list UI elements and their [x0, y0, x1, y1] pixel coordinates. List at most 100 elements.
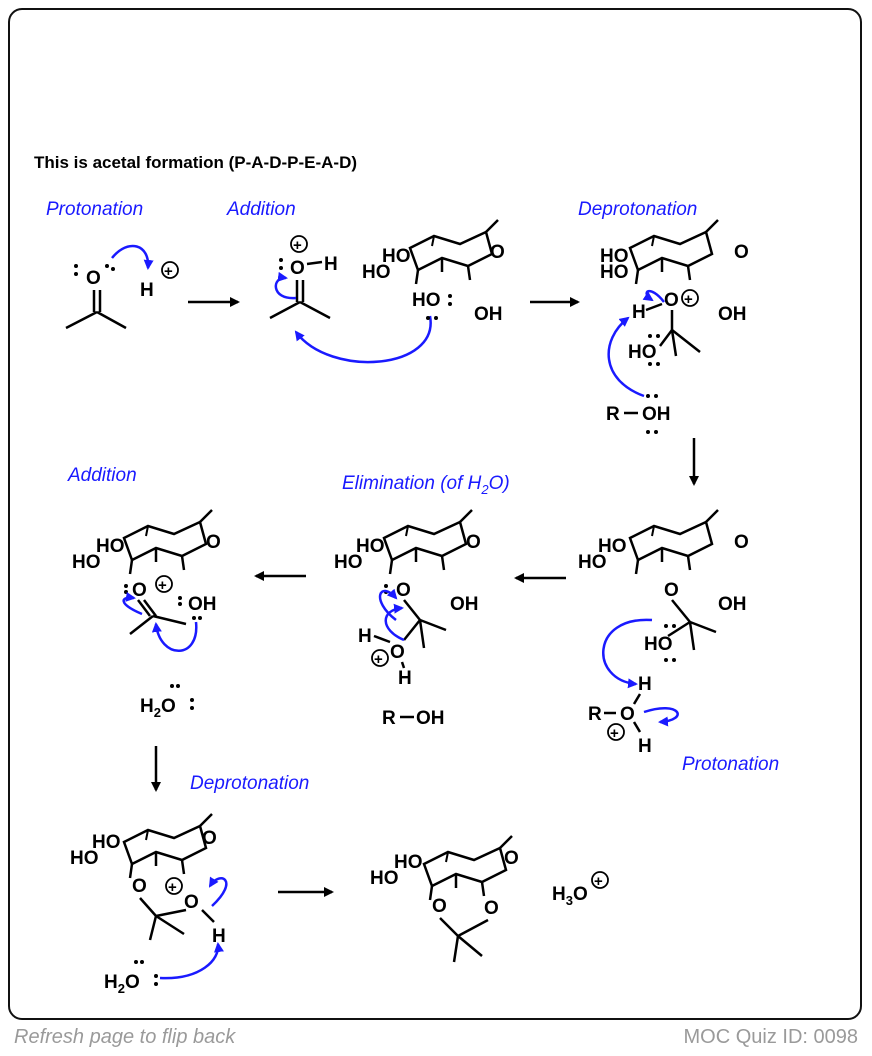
sugar-protonated-hemiacetal: HO HO O O OH H O + H — [334, 508, 481, 689]
label-deprotonation-1: Deprotonation — [578, 199, 697, 220]
svg-text:O: O — [184, 892, 199, 913]
acetone-molecule: O — [65, 264, 127, 330]
svg-text:H: H — [358, 626, 372, 647]
svg-text:R: R — [588, 704, 602, 725]
svg-text:+: + — [374, 651, 383, 668]
alcohol-roh-2: R OH — [382, 708, 445, 729]
hydronium-alcohol: H R O H + — [588, 674, 652, 757]
svg-text:O: O — [132, 876, 147, 897]
svg-text:O: O — [504, 848, 519, 869]
alcohol-roh-1: R OH — [606, 394, 671, 434]
svg-text:O: O — [202, 828, 217, 849]
svg-text:OH: OH — [642, 404, 671, 425]
svg-text:H: H — [140, 280, 154, 301]
sugar-oxocarbenium: HO HO O O + OH — [72, 508, 221, 635]
svg-text:HO: HO — [600, 262, 629, 283]
curved-arrow-ring-closure — [151, 621, 198, 652]
curved-arrow-water-attack — [159, 942, 224, 980]
svg-text:O: O — [206, 532, 221, 553]
svg-text:HO: HO — [412, 290, 441, 311]
svg-text:+: + — [594, 873, 603, 890]
svg-text:HO: HO — [382, 246, 411, 267]
svg-text:H: H — [638, 674, 652, 695]
svg-text:R: R — [606, 404, 620, 425]
svg-text:H2O: H2O — [104, 972, 140, 996]
svg-text:HO: HO — [370, 868, 399, 889]
curved-arrow-pi-bond-2 — [122, 591, 143, 616]
label-protonation-2: Protonation — [682, 754, 779, 775]
svg-text:O: O — [664, 290, 679, 311]
svg-text:+: + — [684, 291, 693, 308]
svg-text:+: + — [164, 263, 173, 280]
quiz-card[interactable] — [8, 8, 862, 1020]
svg-text:O: O — [290, 258, 305, 279]
svg-text:+: + — [168, 879, 177, 896]
sugar-oxonium-intermediate: HO HO O O + H OH HO — [600, 218, 749, 366]
svg-text:O: O — [484, 898, 499, 919]
svg-text:OH: OH — [450, 594, 479, 615]
scheme-title: This is acetal formation (P-A-D-P-E-A-D) — [34, 153, 357, 172]
svg-text:OH: OH — [474, 304, 503, 325]
curved-arrow-roh-attack — [607, 316, 645, 398]
label-deprotonation-2: Deprotonation — [190, 773, 309, 794]
svg-text:O: O — [390, 642, 405, 663]
label-addition-2: Addition — [67, 465, 137, 486]
svg-text:HO: HO — [70, 848, 99, 869]
svg-text:O: O — [466, 532, 481, 553]
svg-text:HO: HO — [600, 246, 629, 267]
curved-arrow-deprotonation-2 — [208, 876, 228, 907]
svg-text:HO: HO — [356, 536, 385, 557]
svg-text:OH: OH — [416, 708, 445, 729]
svg-text:+: + — [293, 237, 302, 254]
curved-arrow-pi-bond — [274, 271, 297, 300]
svg-text:H: H — [638, 736, 652, 757]
svg-text:H2O: H2O — [140, 696, 176, 720]
svg-text:OH: OH — [188, 594, 217, 615]
svg-text:O: O — [432, 896, 447, 917]
curved-arrow-protonation-2 — [602, 618, 653, 689]
protonated-acetone: + O H — [269, 235, 338, 320]
svg-text:HO: HO — [334, 552, 363, 573]
svg-text:HO: HO — [362, 262, 391, 283]
hydronium-product: H3O + — [552, 871, 609, 908]
svg-text:O: O — [86, 268, 101, 289]
svg-text:HO: HO — [96, 536, 125, 557]
svg-text:HO: HO — [578, 552, 607, 573]
curved-arrow-addition — [294, 315, 432, 364]
svg-text:OH: OH — [718, 594, 747, 615]
svg-text:O: O — [490, 242, 505, 263]
svg-text:O: O — [664, 580, 679, 601]
curved-arrow-protonation — [111, 244, 154, 270]
sugar-protonated-acetal: HO HO O O O + H — [70, 812, 226, 947]
svg-text:+: + — [610, 725, 619, 742]
svg-text:HO: HO — [644, 634, 673, 655]
proton: H + — [140, 261, 179, 301]
svg-text:O: O — [734, 242, 749, 263]
sugar-hemiacetal: HO HO O O OH HO — [578, 508, 749, 662]
acetal-product: HO HO O O O — [370, 834, 519, 963]
curved-arrow-elimination-lp — [378, 588, 398, 621]
svg-text:OH: OH — [718, 304, 747, 325]
label-addition-1: Addition — [226, 199, 296, 220]
svg-text:H: H — [632, 302, 646, 323]
curved-arrow-deprotonation-1 — [642, 290, 665, 303]
label-protonation-1: Protonation — [46, 199, 143, 220]
svg-text:HO: HO — [394, 852, 423, 873]
svg-text:HO: HO — [628, 342, 657, 363]
svg-text:R: R — [382, 708, 396, 729]
svg-text:HO: HO — [598, 536, 627, 557]
svg-text:+: + — [158, 577, 167, 594]
curved-arrow-oh-bond — [643, 706, 679, 727]
svg-text:HO: HO — [92, 832, 121, 853]
svg-text:O: O — [620, 704, 635, 725]
svg-text:H: H — [212, 926, 226, 947]
curved-arrow-elimination-water — [384, 603, 405, 642]
svg-text:O: O — [734, 532, 749, 553]
svg-text:O: O — [132, 580, 147, 601]
svg-text:H: H — [324, 254, 338, 275]
label-elimination: Elimination (of H2O) — [342, 473, 510, 497]
svg-text:O: O — [396, 580, 411, 601]
svg-text:H: H — [398, 668, 412, 689]
sugar-molecule-1: HO HO O HO OH — [362, 218, 505, 325]
